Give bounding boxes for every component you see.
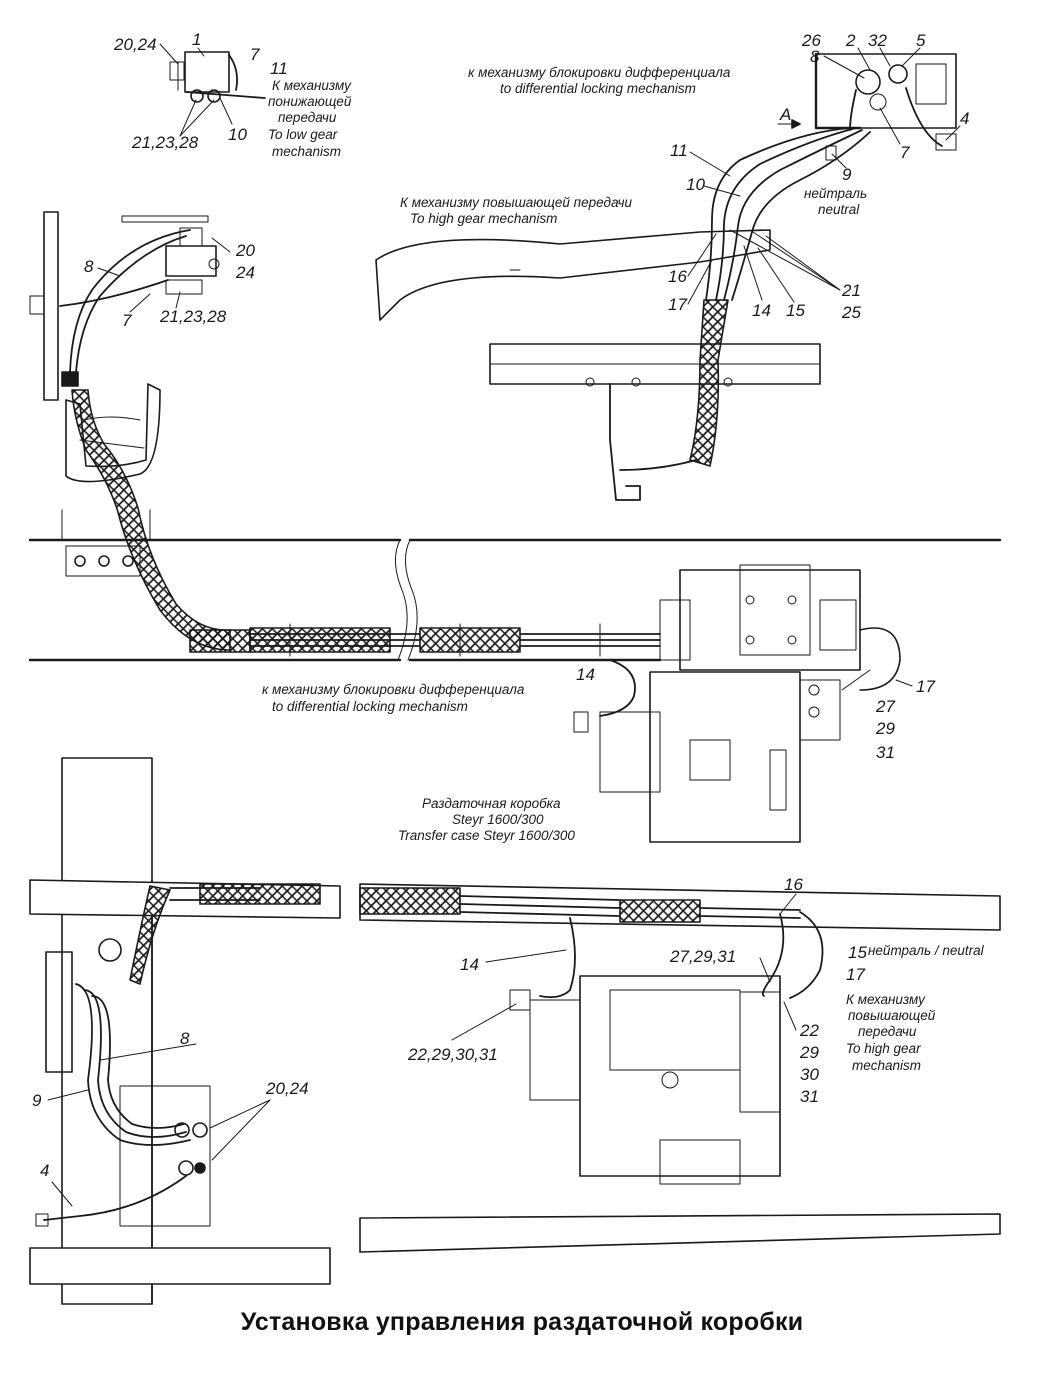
callout-br-16: 16 — [784, 875, 803, 894]
note-diff-lock-mid-ru: к механизму блокировки дифференциала — [262, 682, 525, 697]
note-diff-lock-top-ru: к механизму блокировки дифференциала — [468, 65, 731, 80]
callout-tr-8: 8 — [810, 47, 820, 66]
note-low-gear-line1: К механизму — [272, 78, 352, 93]
note-high-gear-top-en: To high gear mechanism — [410, 211, 557, 226]
callout-br-30: 30 — [800, 1065, 819, 1084]
cable-sheath-left — [71, 389, 231, 651]
note-low-gear-line3: передачи — [278, 110, 337, 125]
callout-tr-21: 21 — [841, 281, 861, 300]
callout-tr-7: 7 — [900, 143, 910, 162]
callout-tr-26: 26 — [801, 31, 821, 50]
callout-bl-4: 4 — [40, 1161, 49, 1180]
callout-tl-11: 11 — [270, 59, 288, 78]
frame-crossmember-top — [375, 229, 821, 501]
callout-cab-20: 20 — [235, 241, 255, 260]
note-high-gear-br-line5: mechanism — [852, 1058, 921, 1073]
note-high-gear-br-line1: К механизму — [846, 992, 926, 1007]
leader-lines — [47, 43, 961, 1207]
callout-cab-21-23-28: 21,23,28 — [159, 307, 227, 326]
note-diff-lock-top-en: to differential locking mechanism — [500, 81, 696, 96]
callout-tr-14: 14 — [752, 301, 771, 320]
callout-tr-5: 5 — [916, 31, 926, 50]
callout-tr-9: 9 — [842, 165, 852, 184]
note-transfer-case-ru: Раздаточная коробка — [422, 796, 561, 811]
frame-rail-bottom-left — [29, 757, 341, 1305]
callout-cab-24: 24 — [235, 263, 255, 282]
note-high-gear-br-line4: To high gear — [846, 1041, 921, 1056]
callout-mid-27: 27 — [875, 697, 895, 716]
note-high-gear-top-ru: К механизму повышающей передачи — [400, 195, 633, 210]
callout-br-22-29-30-31: 22,29,30,31 — [407, 1045, 498, 1064]
callout-tr-11: 11 — [670, 141, 688, 160]
diagram-title: Установка управления раздаточной коробки — [240, 1308, 804, 1336]
note-low-gear-line5: mechanism — [272, 144, 341, 159]
callout-mid-14: 14 — [576, 665, 595, 684]
callout-tr-2: 2 — [845, 31, 856, 50]
callout-bl-20-24: 20,24 — [265, 1079, 309, 1098]
cab-valve-assembly — [29, 211, 220, 401]
callout-bl-9: 9 — [32, 1091, 42, 1110]
callout-mid-29: 29 — [875, 719, 895, 738]
callout-bl-8: 8 — [180, 1029, 190, 1048]
callout-br-29: 29 — [799, 1043, 819, 1062]
note-low-gear-line2: понижающей — [268, 94, 352, 109]
callout-cab-7: 7 — [122, 311, 132, 330]
annotation-notes: К механизму понижающей передачи To low g… — [262, 65, 985, 1073]
callout-tl-20-24: 20,24 — [113, 35, 157, 54]
frame-rail-bottom-right — [359, 883, 1001, 1253]
callout-tr-25: 25 — [841, 303, 861, 322]
callout-tr-32: 32 — [868, 31, 887, 50]
callout-cab-8: 8 — [84, 257, 94, 276]
note-neutral-top-en: neutral — [818, 202, 860, 217]
note-neutral-top-ru: нейтраль — [804, 186, 867, 201]
callout-tr-15: 15 — [786, 301, 805, 320]
frame-rail-middle — [28, 509, 1002, 662]
callout-labels: 20,24 1 7 11 21,23,28 10 20 24 8 7 21,23… — [32, 30, 969, 1180]
callout-br-22: 22 — [799, 1021, 819, 1040]
note-low-gear-line4: To low gear — [268, 127, 338, 142]
note-transfer-case-model: Steyr 1600/300 — [452, 812, 544, 827]
callout-br-14: 14 — [460, 955, 479, 974]
callout-br-17: 17 — [846, 965, 865, 984]
low-gear-valve-detail — [169, 51, 266, 103]
note-transfer-case-en: Transfer case Steyr 1600/300 — [398, 828, 575, 843]
callout-tl-1: 1 — [192, 30, 201, 49]
callout-mid-17: 17 — [916, 677, 935, 696]
transfer-case-top — [679, 569, 861, 671]
callout-br-31: 31 — [800, 1087, 819, 1106]
callout-tl-7: 7 — [250, 45, 260, 64]
callout-tl-10: 10 — [228, 125, 247, 144]
callout-tr-17: 17 — [668, 295, 687, 314]
pneumatic-valve-icon — [165, 245, 217, 277]
callout-br-27-29-31: 27,29,31 — [669, 947, 736, 966]
callout-tr-10: 10 — [686, 175, 705, 194]
transfer-case-body — [649, 671, 801, 843]
cable-bundle-icon — [619, 127, 871, 471]
note-diff-lock-mid-en: to differential locking mechanism — [272, 699, 468, 714]
callout-mid-31: 31 — [876, 743, 895, 762]
transfer-case-icon — [573, 564, 901, 843]
callout-tl-21-23-28: 21,23,28 — [131, 133, 199, 152]
callout-tr-16: 16 — [668, 267, 687, 286]
callout-tr-a: A — [779, 105, 791, 124]
valve-body-icon — [184, 51, 230, 93]
note-high-gear-br-line3: передачи — [858, 1024, 917, 1039]
callout-br-15: 15 — [848, 943, 867, 962]
callout-tr-4: 4 — [960, 109, 969, 128]
note-high-gear-br-line2: повышающей — [848, 1008, 936, 1023]
note-neutral-bottom: нейтраль / neutral — [868, 943, 985, 958]
